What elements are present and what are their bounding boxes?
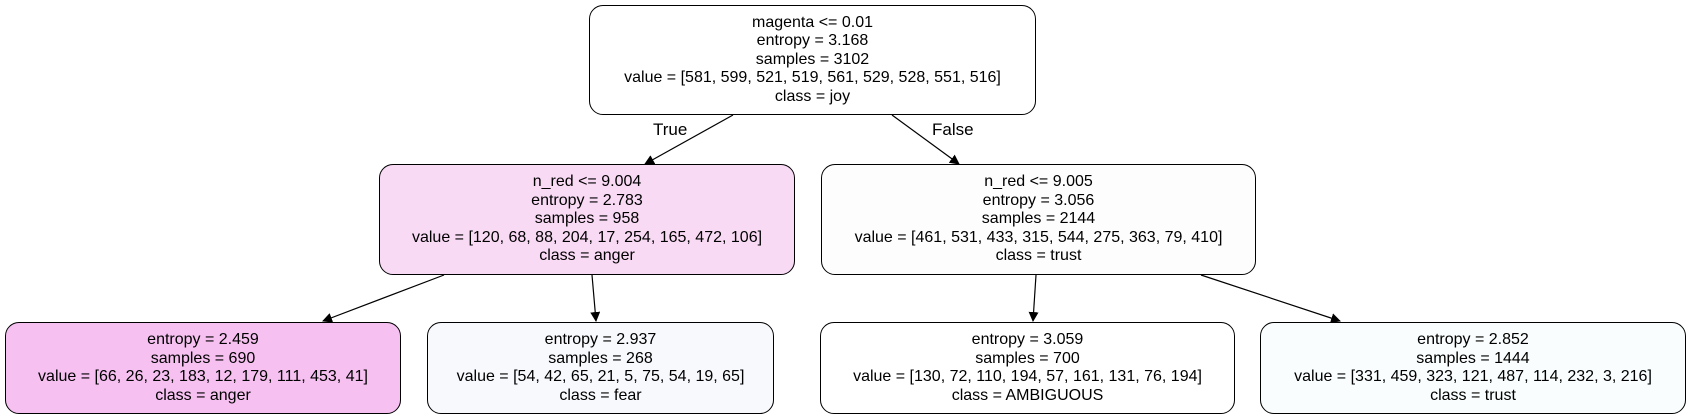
- node-line: value = [120, 68, 88, 204, 17, 254, 165,…: [411, 228, 763, 246]
- node-line: samples = 958: [534, 210, 640, 228]
- node-line: entropy = 3.168: [756, 32, 869, 50]
- node-line: value = [130, 72, 110, 194, 57, 161, 131…: [853, 368, 1202, 385]
- node-line: class = anger: [539, 247, 635, 265]
- node-line: magenta <= 0.01: [752, 13, 873, 31]
- edge-root-left: [644, 114, 734, 165]
- node-line: entropy = 2.783: [531, 191, 643, 209]
- edge-label-true: True: [653, 120, 688, 139]
- node-line: samples = 3102: [755, 50, 870, 68]
- tree-leaf-rl: entropy = 3.059 samples = 700 value = [1…: [820, 322, 1235, 414]
- node-line: n_red <= 9.005: [984, 173, 1093, 191]
- node-line: class = trust: [995, 247, 1082, 265]
- node-line: class = joy: [774, 87, 851, 105]
- node-line: class = fear: [559, 386, 642, 404]
- node-line: samples = 2144: [981, 210, 1096, 228]
- node-line: class = trust: [1430, 386, 1516, 404]
- node-line: samples = 1444: [1416, 349, 1530, 367]
- node-line: class = anger: [155, 386, 251, 404]
- node-line: class = AMBIGUOUS: [951, 386, 1104, 404]
- edge-left-lr: [590, 274, 601, 322]
- node-line: value = [461, 531, 433, 315, 544, 275, 3…: [854, 228, 1223, 246]
- edge-right-rr: [1200, 274, 1341, 323]
- node-line: samples = 700: [975, 349, 1080, 367]
- tree-leaf-ll: entropy = 2.459 samples = 690 value = [6…: [5, 322, 401, 414]
- node-line: entropy = 3.059: [971, 331, 1084, 348]
- node-line: samples = 268: [548, 349, 653, 367]
- node-line: entropy = 3.056: [982, 191, 1095, 209]
- node-line: value = [331, 459, 323, 121, 487, 114, 2…: [1294, 368, 1652, 385]
- node-line: entropy = 2.459: [147, 331, 259, 348]
- edge-left-ll: [322, 274, 445, 323]
- tree-leaf-lr: entropy = 2.937 samples = 268 value = [5…: [427, 322, 774, 414]
- node-line: entropy = 2.937: [544, 331, 657, 348]
- node-line: entropy = 2.852: [1417, 331, 1529, 348]
- edge-right-rl: [1028, 274, 1039, 322]
- node-line: value = [66, 26, 23, 183, 12, 179, 111, …: [38, 368, 368, 385]
- tree-leaf-rr: entropy = 2.852 samples = 1444 value = […: [1260, 322, 1686, 414]
- node-line: samples = 690: [150, 349, 256, 367]
- edge-root-right: [891, 114, 960, 165]
- tree-node-left: n_red <= 9.004 entropy = 2.783 samples =…: [379, 164, 795, 275]
- node-line: value = [54, 42, 65, 21, 5, 75, 54, 19, …: [456, 368, 745, 385]
- tree-node-root: magenta <= 0.01 entropy = 3.168 samples …: [589, 5, 1036, 115]
- tree-node-right: n_red <= 9.005 entropy = 3.056 samples =…: [821, 164, 1256, 275]
- edge-label-false: False: [932, 120, 974, 139]
- node-line: value = [581, 599, 521, 519, 561, 529, 5…: [624, 69, 1001, 87]
- node-line: n_red <= 9.004: [532, 173, 642, 191]
